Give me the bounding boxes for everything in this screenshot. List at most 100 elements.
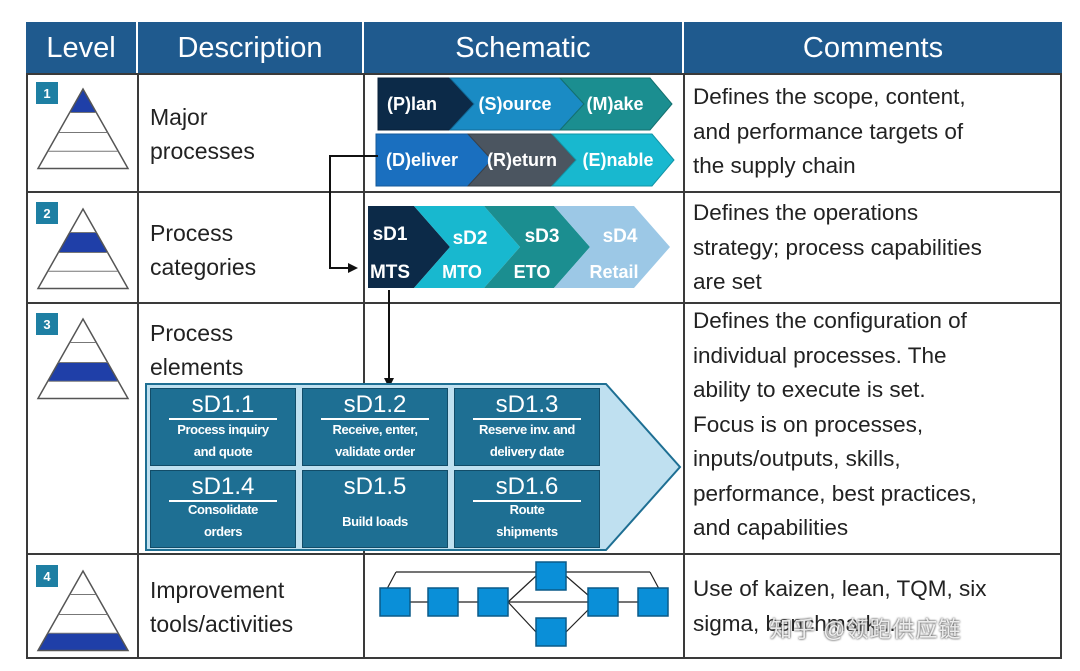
element-line: Consolidate <box>188 502 258 517</box>
comment-line: the supply chain <box>693 153 856 178</box>
level2-category-chevrons: sD1 MTS sD2 MTO sD3 ETO sD4 Retail <box>368 206 670 288</box>
network-node <box>379 587 411 617</box>
desc-line: Process <box>150 220 234 246</box>
row-2-comment: Defines the operations strategy; process… <box>693 196 1053 300</box>
element-divider <box>473 500 581 502</box>
element-text: Process inquiry and quote <box>151 419 295 463</box>
chevron-sd4 <box>554 206 670 288</box>
desc-line: Process <box>150 320 234 346</box>
network-node <box>427 587 459 617</box>
element-code: sD1.1 <box>191 391 255 418</box>
label-deliver: (D)eliver <box>386 150 458 170</box>
element-code: sD1.2 <box>343 391 407 418</box>
element-sd1-1: sD1.1 Process inquiry and quote <box>150 388 296 466</box>
element-divider <box>169 500 277 502</box>
label-source: (S)ource <box>478 94 551 114</box>
element-code: sD1.5 <box>343 473 407 500</box>
level-badge-4: 4 <box>36 565 58 587</box>
arrow-deliver-to-sd1 <box>329 155 378 269</box>
element-line: and quote <box>193 444 253 459</box>
desc-line: categories <box>150 254 257 280</box>
element-text: Receive, enter, validate order <box>303 419 447 463</box>
row-4-comment: Use of kaizen, lean, TQM, six sigma, ben… <box>693 572 1053 641</box>
element-line: orders <box>203 524 243 539</box>
label-sd4-name: Retail <box>589 262 638 282</box>
element-sd1-4: sD1.4 Consolidate orders <box>150 470 296 548</box>
label-make: (M)ake <box>586 94 643 114</box>
network-node <box>477 587 509 617</box>
comment-line: ability to execute is set. <box>693 377 926 402</box>
comment-line: Defines the operations <box>693 200 919 225</box>
comment-line: Use of kaizen, lean, TQM, six <box>693 576 987 601</box>
level-badge-3: 3 <box>36 313 58 335</box>
grid-line <box>683 73 685 659</box>
row-1-comment: Defines the scope, content, and performa… <box>693 80 1053 184</box>
chevron-sd3 <box>484 206 590 288</box>
element-divider <box>169 418 277 420</box>
element-line: validate order <box>335 444 415 459</box>
pyramid-icon-level-1 <box>36 87 130 170</box>
network-node <box>587 587 619 617</box>
header-level: Level <box>26 22 138 74</box>
element-text: Reserve inv. and delivery date <box>455 419 599 463</box>
desc-line: tools/activities <box>150 611 294 637</box>
comment-line: and performance targets of <box>693 118 964 144</box>
element-sd1-2: sD1.2 Receive, enter, validate order <box>302 388 448 466</box>
comment-line: strategy; process capabilities <box>693 234 982 260</box>
grid-line <box>26 657 1062 659</box>
comment-line: are set <box>693 269 762 294</box>
grid-line <box>363 73 365 659</box>
row-3-description: Process elements <box>150 316 243 384</box>
element-text: Consolidate orders <box>151 499 295 543</box>
pyramid-icon-level-4 <box>36 569 130 652</box>
element-code: sD1.3 <box>495 391 559 418</box>
chevron-sd2 <box>414 206 520 288</box>
grid-line <box>26 73 28 659</box>
element-code: sD1.4 <box>191 473 255 500</box>
pyramid-icon-level-2 <box>36 207 130 290</box>
element-sd1-3: sD1.3 Reserve inv. and delivery date <box>454 388 600 466</box>
element-line: shipments <box>496 524 558 539</box>
level-badge-2: 2 <box>36 202 58 224</box>
chevron-make <box>558 77 673 131</box>
row-1-description: Major processes <box>150 100 255 168</box>
chevron-sd1 <box>368 206 450 288</box>
row-3-comment: Defines the configuration of individual … <box>693 304 1053 546</box>
element-text: Build loads <box>303 511 447 533</box>
comment-line: inputs/outputs, skills, <box>693 446 901 471</box>
label-plan: (P)lan <box>387 94 437 114</box>
label-sd1-name: MTS <box>370 262 410 283</box>
level1-process-chevrons: (P)lan (S)ource (M)ake (D)eliver (R)etur… <box>375 77 675 187</box>
comment-line: Focus is on processes, <box>693 411 924 437</box>
element-line: Route <box>509 502 545 517</box>
network-line <box>507 601 537 633</box>
grid-line <box>26 553 1062 555</box>
element-divider <box>473 418 581 420</box>
element-line: Reserve inv. and <box>479 422 575 437</box>
grid-line <box>1060 73 1062 659</box>
desc-line: elements <box>150 354 244 380</box>
arrowhead-sd1 <box>348 263 358 273</box>
grid-line <box>26 302 1062 304</box>
network-node <box>535 617 567 647</box>
element-line: Receive, enter, <box>332 422 418 437</box>
element-line: Process inquiry <box>177 422 269 437</box>
label-sd3-name: ETO <box>514 262 551 282</box>
label-enable: (E)nable <box>582 150 653 170</box>
header-description: Description <box>138 22 364 74</box>
network-line <box>507 575 537 603</box>
grid-line <box>137 73 139 659</box>
watermark: 知乎 @领跑供应链 <box>770 617 962 642</box>
comment-line: Defines the configuration of <box>693 308 967 333</box>
level-badge-1: 1 <box>36 82 58 104</box>
element-line: delivery date <box>489 444 565 459</box>
comment-line: and capabilities <box>693 515 849 540</box>
label-sd4-code: sD4 <box>603 226 638 247</box>
comment-line: performance, best practices, <box>693 480 977 506</box>
desc-line: Improvement <box>150 577 285 603</box>
level4-process-network <box>379 561 669 647</box>
comment-line: Defines the scope, content, <box>693 84 966 109</box>
element-sd1-5: sD1.5 Build loads <box>302 470 448 548</box>
